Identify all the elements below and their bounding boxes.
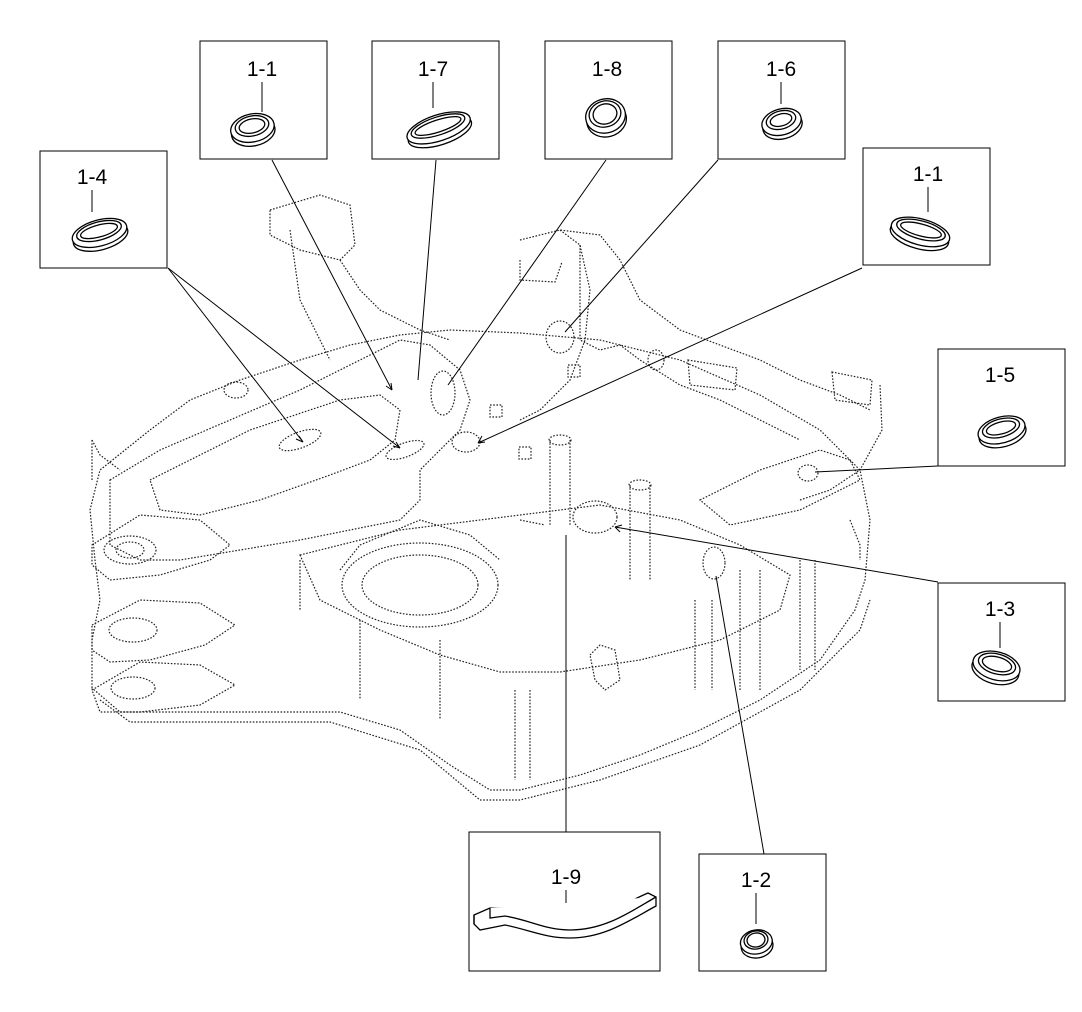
callout-label: 1-8 <box>592 58 622 81</box>
callout-1-1-right: 1-1 <box>862 147 991 266</box>
grommet-oval-icon <box>971 650 1021 686</box>
callout-1-7: 1-7 <box>371 40 500 160</box>
grommet-round-icon <box>739 929 774 959</box>
callout-1-9: 1-9 <box>468 831 661 972</box>
grommet-oval-icon <box>230 112 276 147</box>
leader-lines <box>167 159 939 855</box>
callout-label: 1-1 <box>247 58 277 81</box>
callout-label: 1-9 <box>551 866 581 889</box>
callout-1-8: 1-8 <box>544 40 673 160</box>
callout-1-3: 1-3 <box>937 582 1066 702</box>
callout-1-5: 1-5 <box>937 348 1066 467</box>
callout-1-1-top: 1-1 <box>199 40 328 160</box>
grommet-round-icon <box>585 98 628 138</box>
callout-label: 1-5 <box>985 364 1015 387</box>
grommet-oval-icon <box>977 415 1027 449</box>
upper-frame-drawing <box>89 194 883 801</box>
callout-label: 1-3 <box>985 598 1015 621</box>
grommet-oval-icon <box>761 107 803 141</box>
callout-1-6: 1-6 <box>717 40 846 160</box>
grommet-oval-icon <box>71 217 129 252</box>
callout-1-4: 1-4 <box>39 150 168 269</box>
callout-label: 1-6 <box>766 58 796 81</box>
callout-label: 1-1 <box>913 163 943 186</box>
callout-label: 1-2 <box>741 869 771 892</box>
grommet-long-oval-icon <box>406 111 473 149</box>
callout-label: 1-4 <box>77 166 108 189</box>
callout-label: 1-7 <box>418 58 448 81</box>
callout-1-2: 1-2 <box>698 853 827 972</box>
grommet-oval-icon <box>889 216 951 252</box>
cover-strip-icon <box>473 892 657 939</box>
